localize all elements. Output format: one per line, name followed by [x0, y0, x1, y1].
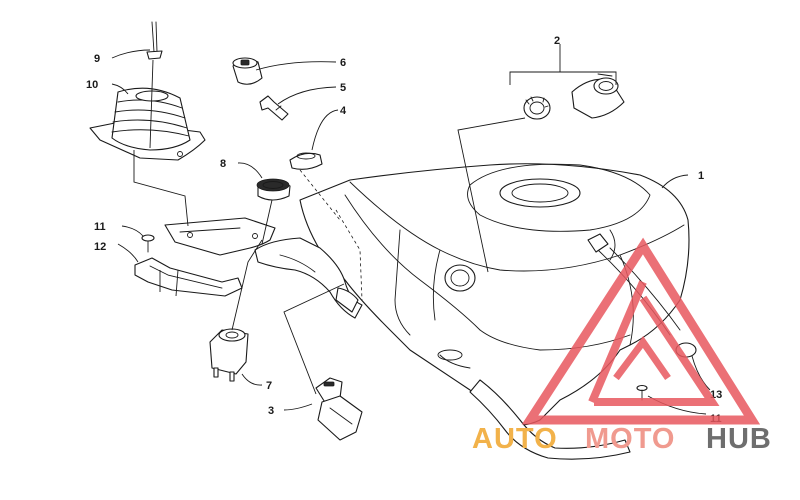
callout-2: 2	[554, 35, 560, 47]
callout-11-left: 11	[94, 221, 106, 233]
callout-10: 10	[86, 79, 98, 91]
ignition-switch	[209, 328, 249, 382]
callout-5: 5	[340, 82, 346, 94]
callout-9: 9	[94, 53, 100, 65]
support-strap	[134, 257, 243, 297]
callout-12: 12	[94, 241, 106, 253]
retaining-ring	[289, 152, 323, 170]
watermark-moto: MOTO	[585, 423, 675, 455]
assembly-guide-lines	[299, 169, 363, 301]
screw-11-right	[636, 384, 648, 401]
front-shroud-bracket	[254, 237, 363, 319]
callout-3: 3	[268, 405, 274, 417]
ignition-cap	[232, 57, 263, 85]
mounting-plate-bracket	[164, 217, 276, 256]
callout-6: 6	[340, 57, 346, 69]
callout-7: 7	[266, 380, 272, 392]
callout-8: 8	[220, 158, 226, 170]
watermark-auto: AUTO	[472, 423, 558, 455]
ignition-key	[259, 95, 289, 121]
callout-1: 1	[698, 170, 704, 182]
filler-ring	[523, 96, 551, 120]
leader-lines	[111, 44, 711, 415]
collar-nut	[256, 178, 291, 201]
fuel-sender-switch	[315, 377, 363, 441]
watermark-wordmark: AUTO MOTO HUB	[472, 423, 772, 455]
screw-11-left	[141, 234, 155, 253]
rivet	[146, 21, 163, 60]
filler-neck	[571, 73, 625, 119]
watermark-logo	[521, 237, 761, 425]
watermark-hub: HUB	[706, 423, 772, 455]
callout-4: 4	[340, 105, 347, 117]
fuel-tank-console	[299, 163, 690, 460]
rubber-boot-bellows	[89, 87, 206, 161]
